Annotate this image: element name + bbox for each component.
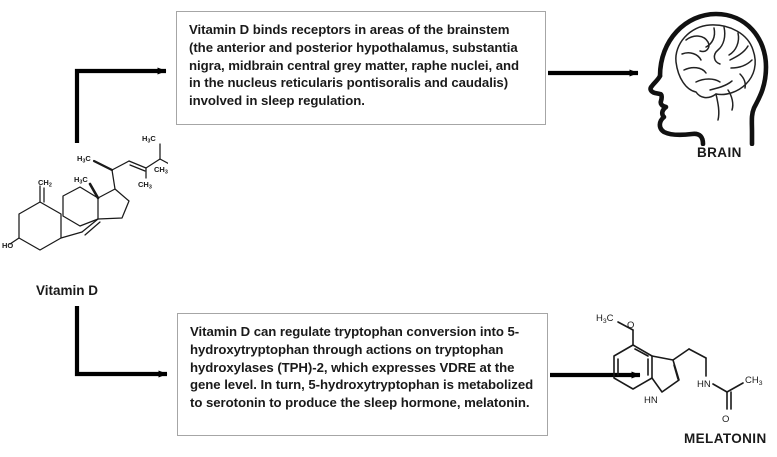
atom-label-ch3-vinyl: CH3: [138, 180, 152, 190]
connector-vitd-to-melatonin-box: [74, 306, 168, 378]
label-vitamin-d: Vitamin D: [36, 283, 99, 298]
atom-label-h3c-side: H3C: [77, 154, 91, 164]
atom-label-hn-indole: HN: [644, 395, 658, 406]
atom-label-hn-amide: HN: [697, 379, 711, 390]
atom-label-o-carbonyl: O: [722, 414, 729, 425]
pathway-textbox-melatonin: Vitamin D can regulate tryptophan conver…: [177, 313, 548, 436]
atom-label-h3c-angular: H3C: [74, 175, 88, 185]
vitamin-d-structure: HO CH2 H3C H3C CH3 H3C CH3: [2, 134, 168, 251]
melatonin-structure: H3C O HN HN O CH3: [596, 313, 763, 425]
atom-label-ch3-iso: CH3: [154, 165, 168, 175]
head-profile-with-brain-icon: [648, 11, 769, 146]
atom-label-h3c-iso: H3C: [142, 134, 156, 144]
label-melatonin: MELATONIN: [684, 431, 767, 446]
atom-label-o-methoxy: O: [627, 320, 634, 331]
pathway-textbox-brain: Vitamin D binds receptors in areas of th…: [176, 11, 546, 125]
label-brain: BRAIN: [697, 145, 742, 160]
atom-label-h3c-methoxy: H3C: [596, 313, 614, 325]
atom-label-ch2: CH2: [38, 178, 52, 188]
atom-label-ch3-acetyl: CH3: [745, 375, 763, 387]
atom-label-ho: HO: [2, 241, 13, 250]
